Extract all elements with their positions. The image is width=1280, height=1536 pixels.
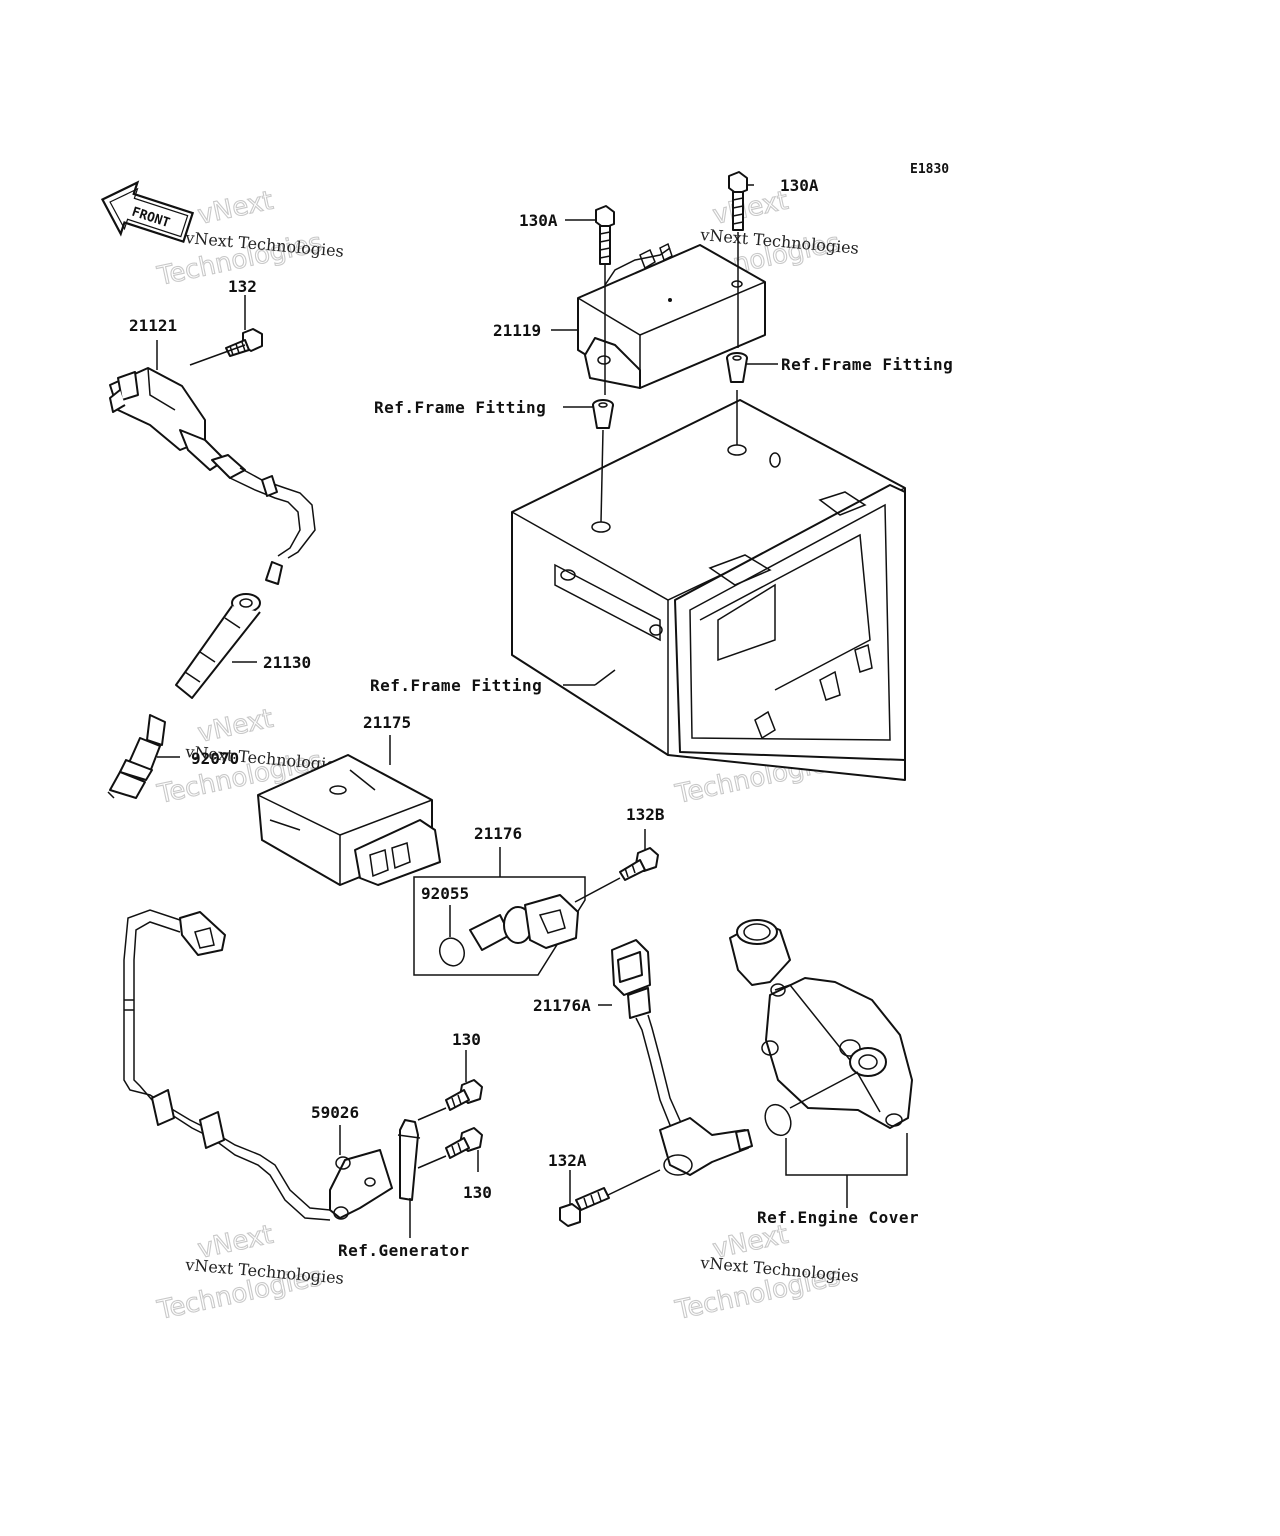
label-ref-frame-fitting-left: Ref.Frame Fitting (374, 398, 546, 417)
watermark-bottom-right: vNext Technologies vNext Technologies (672, 1219, 860, 1326)
part-21176-sensor-group (413, 847, 586, 976)
leader-130-top (417, 1107, 447, 1121)
label-92055: 92055 (421, 884, 469, 903)
generator-bracket (397, 1119, 421, 1238)
part-130a-bolt-left (595, 205, 615, 265)
part-130a-bolt-right (728, 171, 748, 231)
part-130-bolt-top (445, 1079, 483, 1111)
label-59026: 59026 (311, 1103, 359, 1122)
mounting-lines (600, 232, 739, 523)
part-132a-bolt (559, 1187, 610, 1227)
frame-fitting-box (511, 399, 906, 781)
label-ref-engine-cover: Ref.Engine Cover (757, 1208, 919, 1227)
label-21121: 21121 (129, 316, 177, 335)
part-labels: 130A 130A 21119 Ref.Frame Fitting Ref.Fr… (129, 176, 953, 1260)
label-132a: 132A (548, 1151, 587, 1170)
part-21130-plug-cap (175, 593, 261, 699)
grommet-left (592, 399, 614, 429)
part-132b-bolt (619, 847, 659, 881)
engine-cover (729, 919, 913, 1208)
watermark-bottom-left: vNext Technologies vNext Technologies (154, 1219, 345, 1326)
label-21175: 21175 (363, 713, 411, 732)
diagram-code: E1830 (910, 162, 949, 177)
label-ref-frame-fitting-box: Ref.Frame Fitting (370, 676, 542, 695)
part-92070-spark-plug (107, 714, 166, 799)
leader-lines (156, 184, 778, 1205)
label-132: 132 (228, 277, 257, 296)
part-21176a-sensor (611, 939, 753, 1176)
leader-132a (607, 1169, 661, 1196)
grommet-right (726, 352, 748, 383)
watermark-large-top: vNext (195, 704, 276, 749)
part-132-bolt (225, 328, 263, 357)
label-21176: 21176 (474, 824, 522, 843)
label-132b: 132B (626, 805, 665, 824)
label-130a-left: 130A (519, 211, 558, 230)
label-130-bottom: 130 (463, 1183, 492, 1202)
leader-130-bottom (417, 1155, 447, 1169)
label-130a-top: 130A (780, 176, 819, 195)
wiring-harness (123, 909, 393, 1221)
label-21130: 21130 (263, 653, 311, 672)
label-130-top: 130 (452, 1030, 481, 1049)
part-21119-module (577, 242, 766, 389)
label-ref-frame-fitting-right: Ref.Frame Fitting (781, 355, 953, 374)
part-21175-igniter (257, 754, 441, 886)
watermark-large-top: vNext (710, 186, 791, 231)
label-ref-generator: Ref.Generator (338, 1241, 470, 1260)
leader-132b (574, 877, 621, 903)
label-21119: 21119 (493, 321, 541, 340)
part-21121-ignition-coil (109, 367, 316, 585)
watermark-large-top: vNext (195, 186, 276, 231)
part-130-bolt-bottom (445, 1127, 483, 1159)
front-arrow-icon: FRONT (100, 180, 195, 244)
label-21176a: 21176A (533, 996, 591, 1015)
label-92070: 92070 (191, 749, 239, 768)
